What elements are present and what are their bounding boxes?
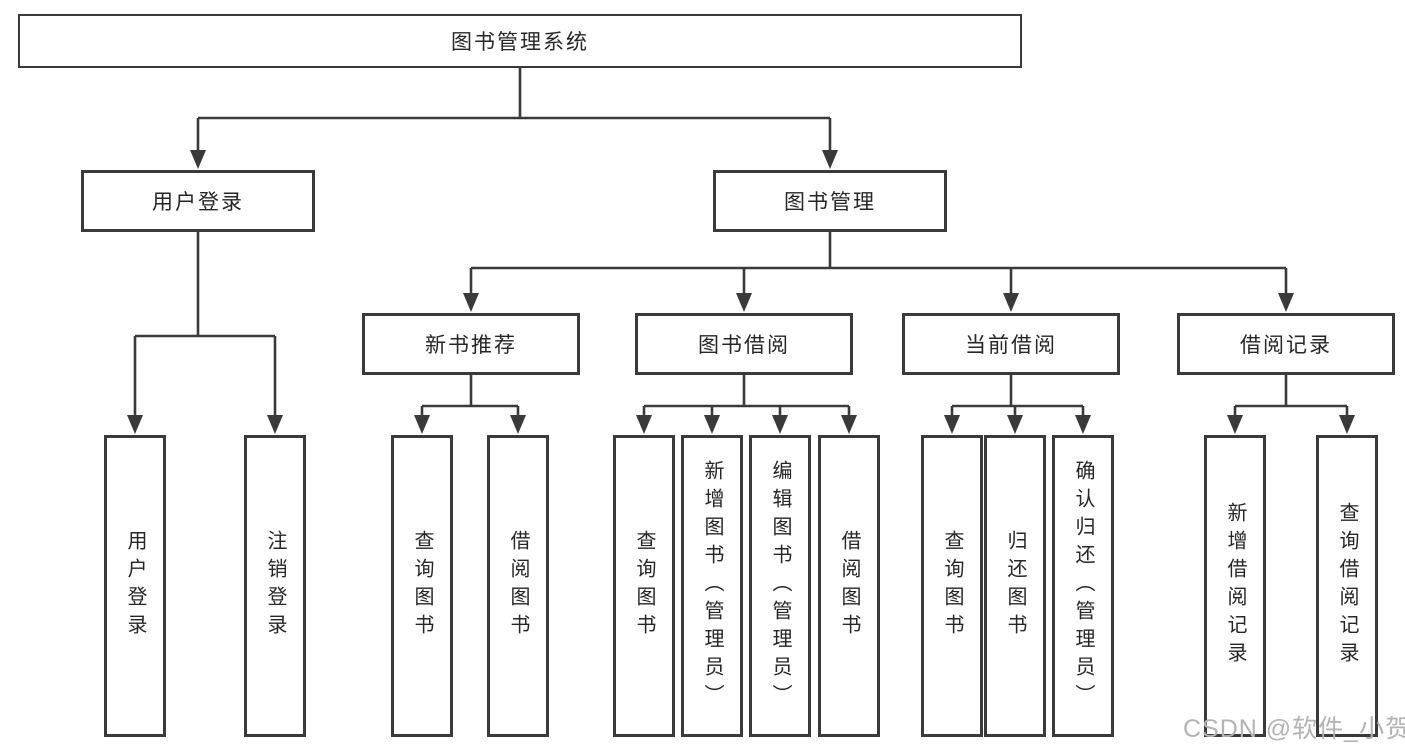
leaf-borrow-books-recommend: 借阅图书: [487, 435, 549, 737]
leaf-label: 查询借阅记录: [1336, 502, 1358, 670]
leaf-query-books-borrowing: 查询图书: [613, 435, 675, 737]
leaf-label: 确认归还（管理员）: [1072, 460, 1094, 712]
leaf-label: 新增借阅记录: [1224, 502, 1246, 670]
node-label: 当前借阅: [965, 334, 1057, 357]
leaf-add-borrow-record: 新增借阅记录: [1204, 435, 1266, 737]
node-book-management: 图书管理: [713, 170, 947, 232]
leaf-query-borrow-record: 查询借阅记录: [1316, 435, 1378, 737]
node-label: 图书管理系统: [451, 31, 589, 54]
leaf-edit-book-admin: 编辑图书（管理员）: [749, 435, 811, 737]
leaf-user-login: 用户登录: [104, 435, 166, 737]
leaf-query-books-recommend: 查询图书: [391, 435, 453, 737]
leaf-return-books: 归还图书: [984, 435, 1046, 737]
leaf-label: 新增图书（管理员）: [701, 460, 723, 712]
node-borrowing-records: 借阅记录: [1177, 313, 1395, 375]
leaf-label: 归还图书: [1004, 530, 1026, 642]
leaf-label: 用户登录: [124, 530, 146, 642]
leaf-label: 注销登录: [264, 530, 286, 642]
leaf-query-books-current: 查询图书: [921, 435, 983, 737]
node-label: 图书借阅: [698, 334, 790, 357]
node-book-borrowing: 图书借阅: [635, 313, 853, 375]
csdn-watermark: CSDN @软件_小贺同学: [1183, 715, 1405, 743]
leaf-label: 查询图书: [941, 530, 963, 642]
node-label: 借阅记录: [1240, 334, 1332, 357]
leaf-label: 借阅图书: [507, 530, 529, 642]
leaf-add-book-admin: 新增图书（管理员）: [681, 435, 743, 737]
leaf-label: 查询图书: [633, 530, 655, 642]
leaf-confirm-return-admin: 确认归还（管理员）: [1052, 435, 1114, 737]
node-current-borrowing: 当前借阅: [902, 313, 1120, 375]
leaf-label: 编辑图书（管理员）: [769, 460, 791, 712]
node-library-management-system: 图书管理系统: [18, 14, 1022, 68]
node-label: 新书推荐: [425, 334, 517, 357]
leaf-label: 借阅图书: [838, 530, 860, 642]
leaf-logout: 注销登录: [244, 435, 306, 737]
node-label: 图书管理: [784, 191, 876, 214]
node-new-book-recommend: 新书推荐: [362, 313, 580, 375]
leaf-borrow-books-borrowing: 借阅图书: [818, 435, 880, 737]
leaf-label: 查询图书: [411, 530, 433, 642]
node-label: 用户登录: [152, 191, 244, 214]
node-user-login: 用户登录: [81, 170, 315, 232]
